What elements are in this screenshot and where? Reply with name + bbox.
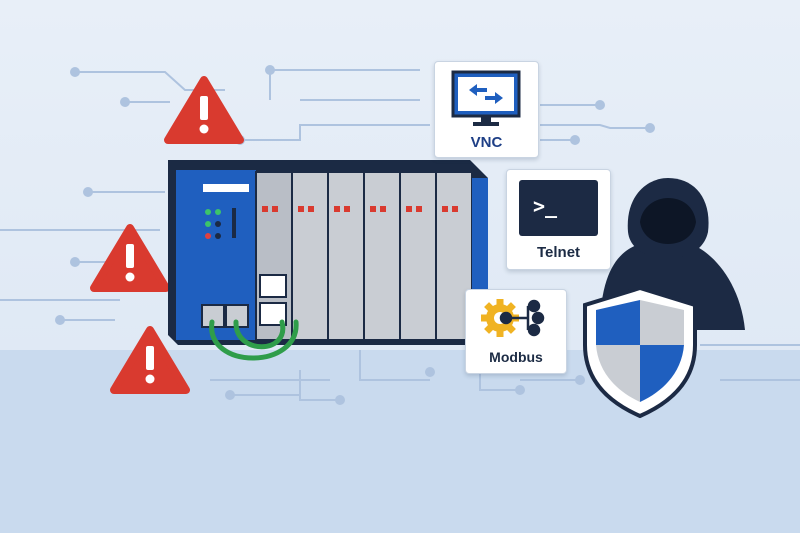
warning-triangle-icon xyxy=(164,76,244,144)
circuit-traces xyxy=(0,69,800,401)
warning-triangle-icon xyxy=(110,326,190,394)
vnc-protocol-card: VNC xyxy=(434,61,539,158)
vnc-label: VNC xyxy=(470,134,503,151)
warning-triangle-icon xyxy=(90,224,170,292)
terminal-prompt-icon: >_ xyxy=(519,180,598,236)
ethernet-cables xyxy=(209,319,299,361)
remote-desktop-monitor-icon xyxy=(451,70,521,126)
modbus-protocol-card: Modbus xyxy=(465,289,567,374)
gear-network-icon xyxy=(481,299,545,337)
security-shield-icon xyxy=(583,285,697,419)
terminal-prompt-text: >_ xyxy=(533,194,558,218)
telnet-label: Telnet xyxy=(536,244,581,261)
telnet-protocol-card: >_ Telnet xyxy=(506,169,611,270)
modbus-label: Modbus xyxy=(489,349,543,365)
industrial-plc-icon xyxy=(168,160,488,345)
